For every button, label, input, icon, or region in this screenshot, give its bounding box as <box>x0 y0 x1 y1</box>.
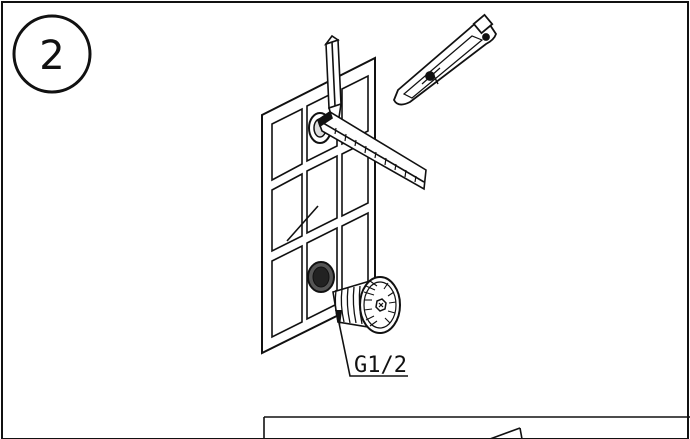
pipe-outlet-inner <box>312 266 330 288</box>
tile <box>271 107 303 182</box>
ruler-icon <box>317 110 427 191</box>
cropped-panel <box>263 416 690 439</box>
threaded-fitting-icon <box>332 276 401 334</box>
step-badge: 2 <box>12 14 92 94</box>
step-number: 2 <box>39 33 64 79</box>
thread-callout <box>335 310 408 377</box>
leader-line <box>337 317 408 377</box>
tile <box>271 172 303 253</box>
tile <box>306 154 338 235</box>
step-circle <box>12 14 92 94</box>
spirit-level-icon <box>393 13 497 106</box>
tile <box>271 244 303 339</box>
thread-size-label: G1/2 <box>354 353 407 378</box>
glare-mark <box>286 205 319 242</box>
tile <box>306 89 338 163</box>
leader-arrow <box>335 310 342 326</box>
